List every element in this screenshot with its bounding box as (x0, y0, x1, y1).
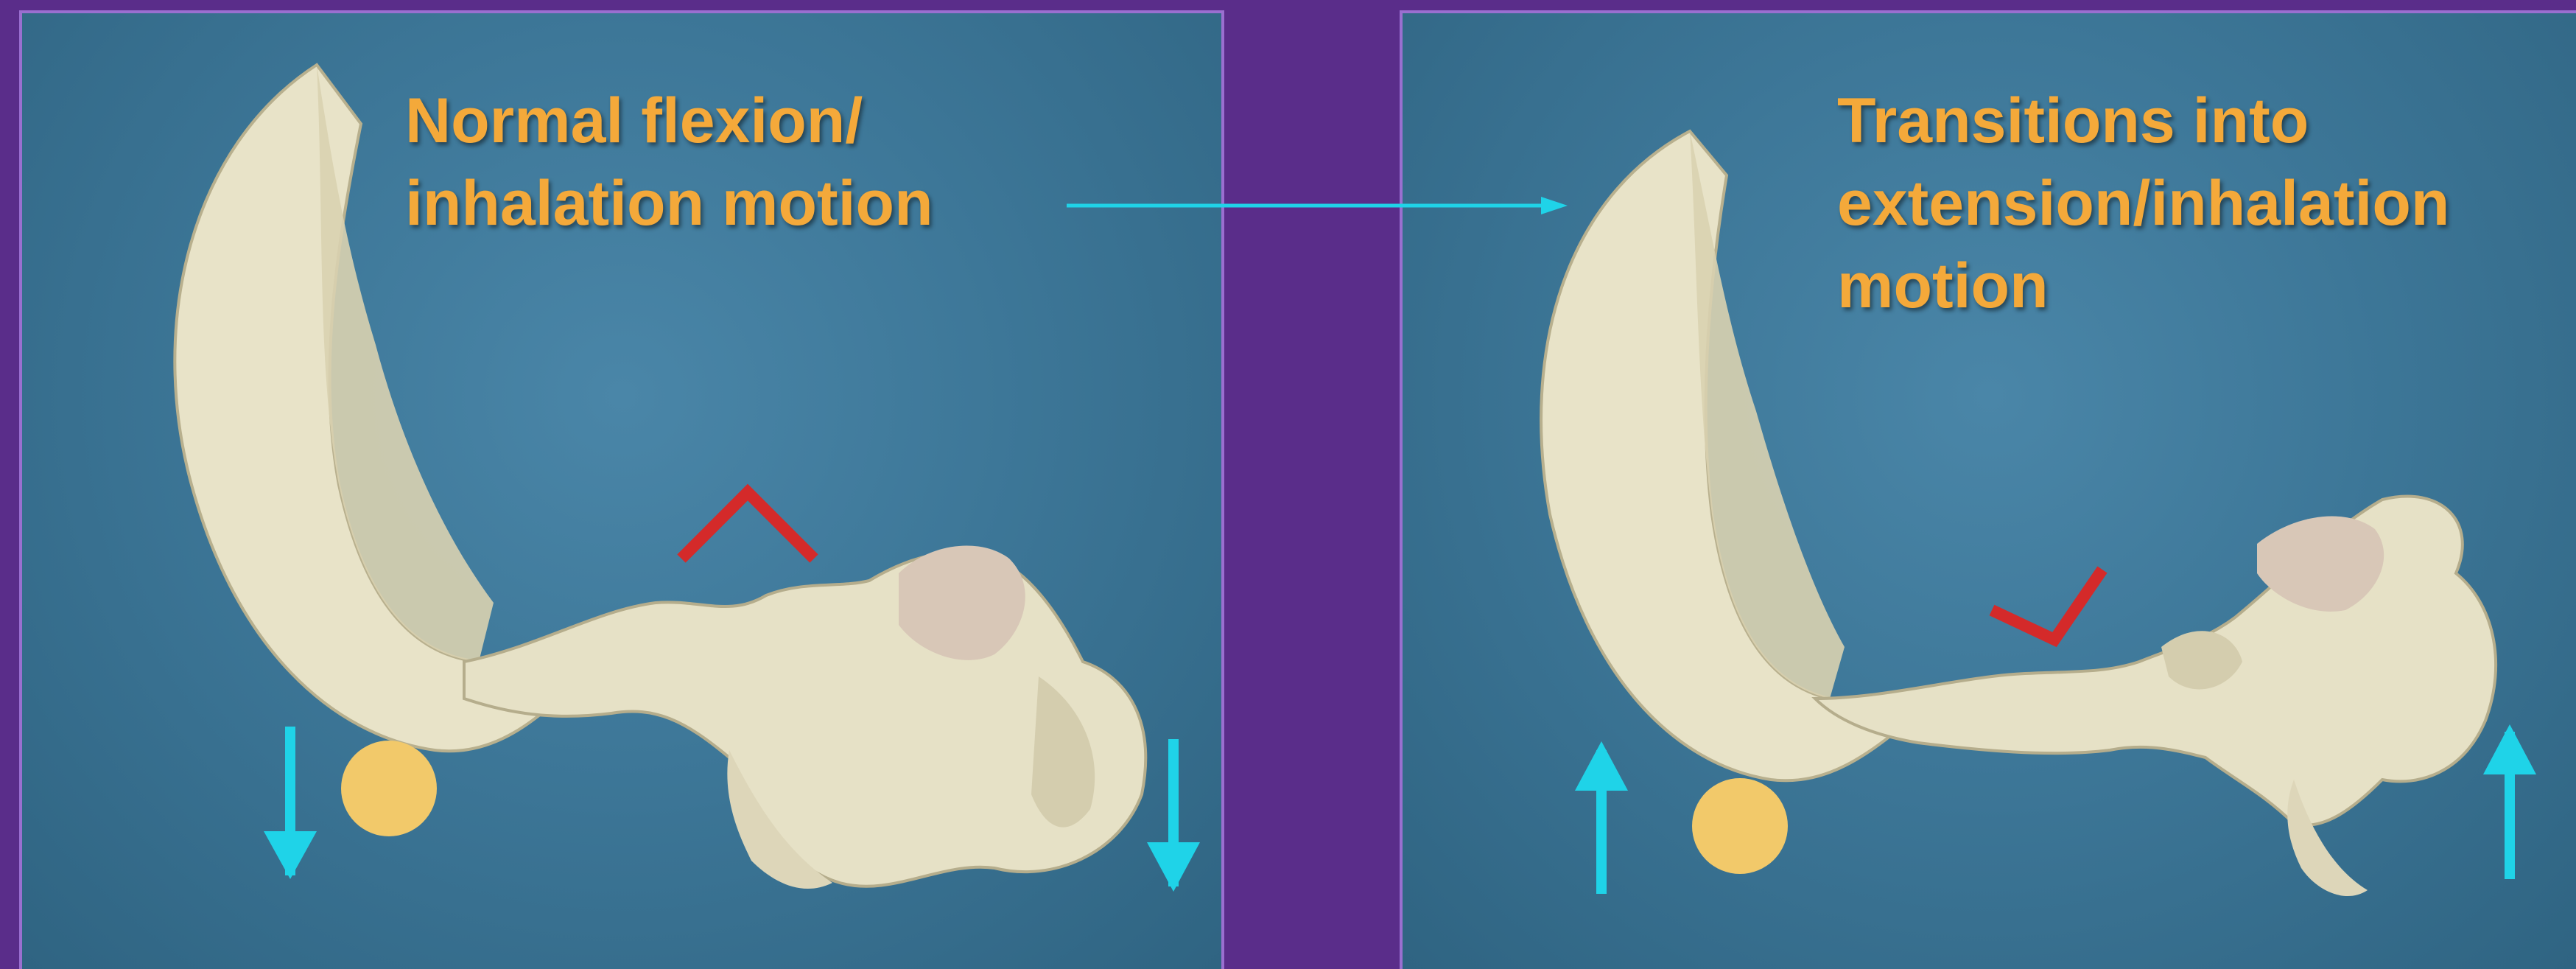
connector-arrow-icon (0, 0, 2576, 969)
